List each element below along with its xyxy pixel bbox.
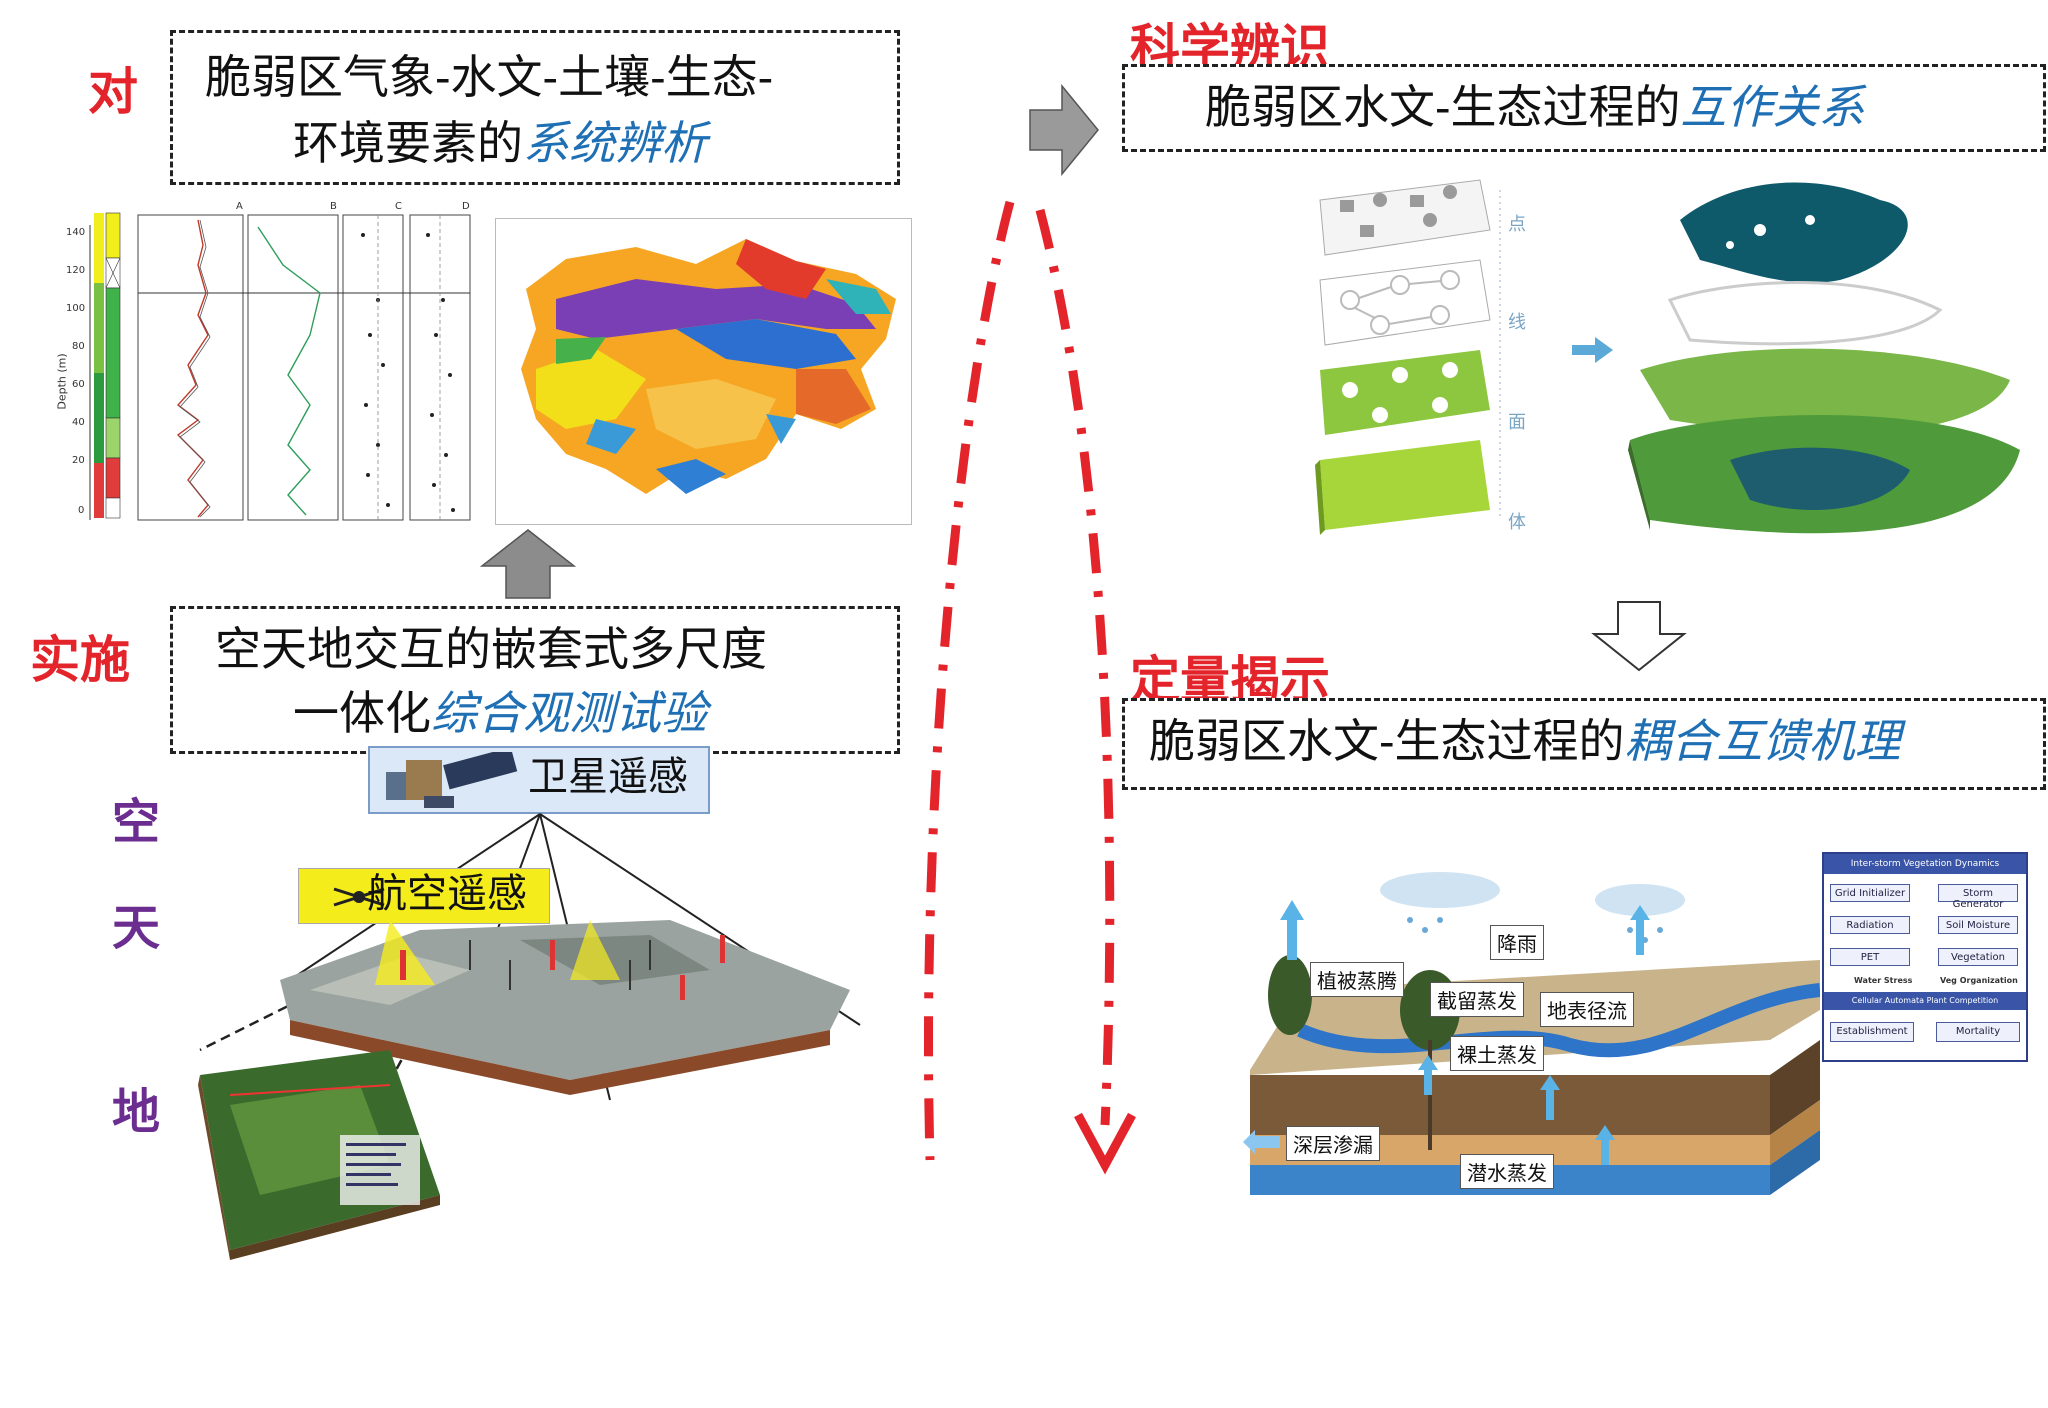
depth-tick-5: 40 — [72, 417, 85, 428]
aviation-label: 航空遥感 — [367, 871, 527, 917]
panel-letter-d: D — [462, 201, 470, 212]
panel-letter-b: B — [330, 201, 337, 212]
depth-tick-0: 140 — [66, 227, 86, 238]
box2-line2: 一体化综合观测试验 — [293, 685, 707, 743]
panel-letter-c: C — [395, 201, 402, 212]
label-soil-evap: 裸土蒸发 — [1450, 1036, 1544, 1071]
depth-tick-1: 120 — [66, 265, 86, 276]
soil-map-svg — [521, 239, 896, 494]
box1-line1: 脆弱区气象-水文-土壤-生态- — [205, 50, 774, 104]
depth-tick-6: 20 — [72, 455, 85, 466]
model-veg-org: Veg Organization — [1940, 976, 2018, 985]
panel-letter-a: A — [236, 201, 243, 212]
model-veg: Vegetation — [1938, 948, 2018, 966]
strat-svg — [89, 212, 471, 521]
box-observation: 空天地交互的嵌套式多尺度 一体化综合观测试验 — [170, 606, 900, 754]
model-pet: PET — [1830, 948, 1910, 966]
side-label-tian: 天 — [112, 900, 161, 956]
terrain-block — [280, 920, 850, 1095]
label-shishi: 实施 — [30, 631, 130, 689]
label-deep-seep: 深层渗漏 — [1286, 1126, 1380, 1161]
box1-line2-blue: 系统辨析 — [523, 116, 707, 170]
down-arrow — [1591, 601, 1687, 672]
box1-line2: 环境要素的系统辨析 — [293, 115, 707, 173]
right-box2-plain: 脆弱区水文-生态过程的 — [1149, 714, 1625, 768]
label-transpiration: 植被蒸腾 — [1310, 962, 1404, 997]
satellite-icon — [386, 752, 518, 808]
model-mortality: Mortality — [1936, 1022, 2020, 1042]
label-phreatic: 潜水蒸发 — [1460, 1154, 1554, 1189]
layer-network — [1315, 179, 1501, 535]
box2-line2-blue: 综合观测试验 — [431, 686, 707, 740]
right-arrow — [1029, 83, 1099, 177]
model-grid: Grid Initializer — [1830, 884, 1910, 902]
box-system-analysis: 脆弱区气象-水文-土壤-生态- 环境要素的系统辨析 — [170, 30, 900, 185]
satellite-label: 卫星遥感 — [528, 754, 688, 800]
box2-line2-plain: 一体化 — [293, 686, 431, 740]
right-box1-plain: 脆弱区水文-生态过程的 — [1205, 80, 1681, 134]
side-label-kong: 空 — [112, 794, 161, 850]
box2-line1: 空天地交互的嵌套式多尺度 — [215, 622, 767, 676]
model-establishment: Establishment — [1830, 1022, 1914, 1042]
right-box2-blue: 耦合互馈机理 — [1624, 714, 1901, 768]
layer-label-volume: 体 — [1508, 512, 1526, 533]
blue-arrow — [1572, 337, 1613, 363]
depth-tick-4: 60 — [72, 379, 85, 390]
landscape-layers — [1628, 182, 2020, 534]
up-arrow — [479, 529, 577, 599]
model-soil: Soil Moisture — [1938, 916, 2018, 934]
label-interception: 截留蒸发 — [1430, 982, 1524, 1017]
right-box2-text: 脆弱区水文-生态过程的耦合互馈机理 — [1149, 713, 1901, 771]
layer-label-point: 点 — [1508, 214, 1526, 235]
label-dui: 对 — [88, 63, 138, 121]
cycle-arrows — [923, 200, 1136, 1175]
model-storm: Storm Generator — [1938, 884, 2018, 910]
depth-tick-3: 80 — [72, 341, 85, 352]
right-box1-blue: 互作关系 — [1680, 80, 1865, 134]
label-rain: 降雨 — [1490, 925, 1544, 960]
ground-inset — [198, 1050, 440, 1260]
box1-line2-plain: 环境要素的 — [293, 116, 523, 170]
side-label-di: 地 — [112, 1084, 161, 1140]
stratigraphic-chart: Depth (m) 140 120 100 80 60 40 20 0 A B … — [48, 201, 478, 545]
model-title-top: Inter-storm Vegetation Dynamics — [1824, 854, 2026, 874]
drone-icon — [333, 887, 385, 907]
label-runoff: 地表径流 — [1540, 992, 1634, 1027]
aviation-box: 航空遥感 — [298, 868, 550, 924]
box-coupling: 脆弱区水文-生态过程的耦合互馈机理 — [1122, 698, 2046, 790]
model-title-bottom: Cellular Automata Plant Competition — [1824, 992, 2026, 1010]
model-flowchart: Inter-storm Vegetation Dynamics Grid Ini… — [1822, 852, 2028, 1062]
box-interaction: 脆弱区水文-生态过程的互作关系 — [1122, 64, 2046, 152]
layer-label-line: 线 — [1508, 312, 1526, 333]
layer-label-area: 面 — [1508, 412, 1526, 433]
right-box1-text: 脆弱区水文-生态过程的互作关系 — [1205, 79, 1865, 137]
depth-tick-2: 100 — [66, 303, 86, 314]
depth-tick-7: 0 — [78, 505, 85, 516]
satellite-box: 卫星遥感 — [368, 746, 710, 814]
model-radiation: Radiation — [1830, 916, 1910, 934]
soil-map — [495, 218, 912, 525]
model-water-stress: Water Stress — [1854, 976, 1913, 985]
